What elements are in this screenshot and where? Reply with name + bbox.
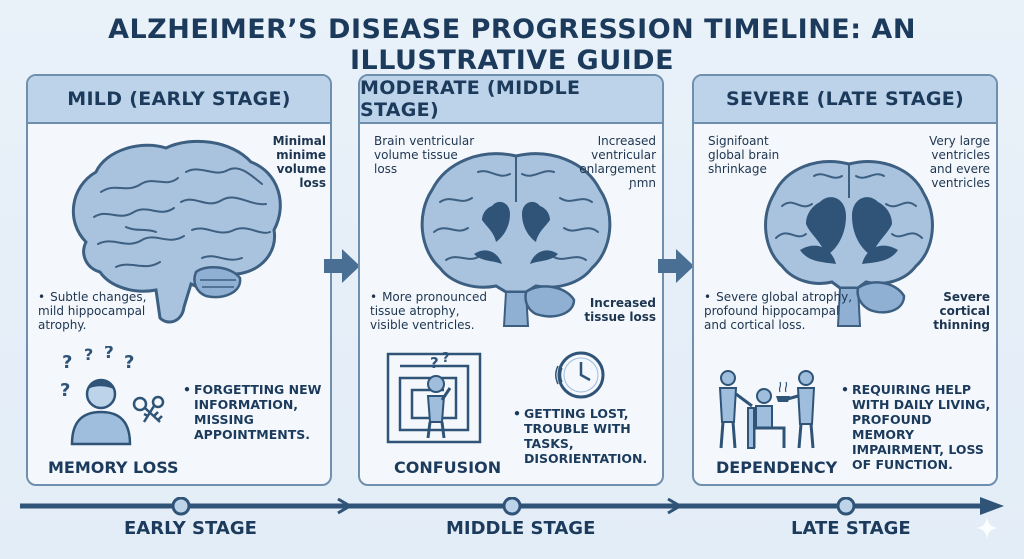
note-top-right: Minimal minime volume loss	[272, 134, 326, 190]
note-top-right: Very large ventricles and evere ventricl…	[929, 134, 990, 190]
symptom-caption: DEPENDENCY	[716, 458, 838, 477]
caregiver-icon	[718, 370, 816, 449]
panel-severe: SEVERE (LATE STAGE) Signifoant global br…	[692, 74, 998, 486]
svg-text:?: ?	[84, 346, 93, 364]
arrow-right-icon	[324, 249, 360, 283]
arrow-right-icon	[658, 249, 694, 283]
note-mid-right: Severe cortical thinning	[933, 290, 990, 332]
note-mid-left: Subtle changes, mild hippocampal atrophy…	[38, 290, 168, 332]
timeline-label-late: LATE STAGE	[791, 518, 911, 539]
panel-header-mild: MILD (EARLY STAGE)	[28, 76, 330, 124]
panel-mild: MILD (EARLY STAGE) Minimal minime volume…	[26, 74, 332, 486]
note-mid-left: More pronounced tissue atrophy, visible …	[370, 290, 500, 332]
svg-text:?: ?	[442, 351, 450, 366]
keys-icon	[132, 395, 165, 423]
timeline-label-middle: MIDDLE STAGE	[446, 518, 596, 539]
note-top-left-text: Signifoant global brain shrinkage	[708, 134, 780, 176]
note-mid-left: Severe global atrophy, profound hippocam…	[704, 290, 854, 332]
panel-header-severe: SEVERE (LATE STAGE)	[694, 76, 996, 124]
brain-icon	[420, 152, 612, 327]
symptom-caption: MEMORY LOSS	[48, 458, 179, 477]
symptom-description: GETTING LOST, TROUBLE WITH TASKS, DISORI…	[513, 406, 660, 466]
svg-text:?: ?	[104, 346, 114, 363]
note-top-left: Brain ventricular volume tissue loss	[374, 134, 475, 176]
confused-person-icon: ? ? ? ? ?	[60, 346, 134, 446]
svg-text:?: ?	[124, 352, 134, 373]
svg-text:?: ?	[62, 352, 72, 373]
symptom-caption: CONFUSION	[394, 458, 502, 477]
timeline-axis	[20, 497, 1004, 516]
symptom-description: REQUIRING HELP WITH DAILY LIVING, PROFOU…	[841, 382, 992, 472]
timeline-label-early: EARLY STAGE	[124, 518, 257, 539]
brain-icon	[71, 139, 282, 324]
sparkle-icon	[976, 517, 998, 539]
note-top-left: Signifoant global brain shrinkage	[708, 134, 808, 176]
svg-text:?: ?	[60, 380, 70, 401]
panel-header-moderate: MODERATE (MIDDLE STAGE)	[360, 76, 662, 124]
symptom-description: FORGETTING NEW INFORMATION, MISSING APPO…	[183, 382, 324, 442]
note-mid-right: Increased tissue loss	[584, 296, 656, 324]
panel-moderate: MODERATE (MIDDLE STAGE) Brain ventricula…	[358, 74, 664, 486]
clock-icon	[555, 351, 605, 399]
page-title: ALZHEIMER’S DISEASE PROGRESSION TIMELINE…	[108, 14, 916, 76]
note-top-right: Increased ventricular enlargement ɲmn	[579, 134, 656, 190]
maze-person-icon: ? ?	[386, 351, 482, 444]
svg-text:?: ?	[430, 354, 439, 372]
